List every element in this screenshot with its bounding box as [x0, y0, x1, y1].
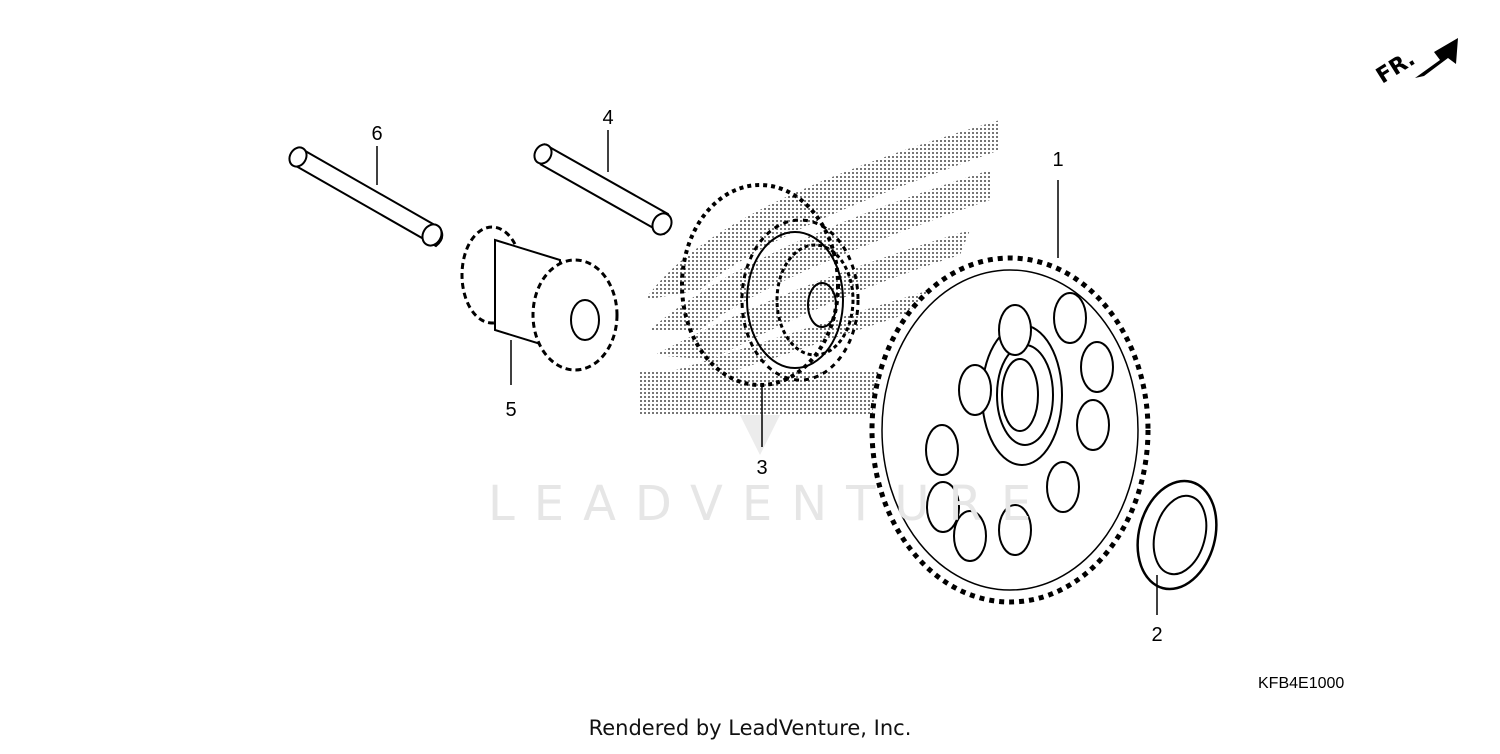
callout-5[interactable]: 5 — [505, 399, 517, 421]
callout-4[interactable]: 4 — [602, 107, 614, 129]
honda-wing-logo-icon — [640, 120, 1000, 455]
footer-credit: Rendered by LeadVenture, Inc. — [588, 716, 912, 740]
double-spur-gear-drawing[interactable] — [460, 225, 619, 385]
pin-left-drawing[interactable] — [286, 144, 445, 249]
callout-1[interactable]: 1 — [1052, 149, 1064, 171]
callout-6[interactable]: 6 — [371, 123, 383, 145]
diagram-code: KFB4E1000 — [1258, 675, 1345, 692]
lock-washer-drawing[interactable] — [1126, 472, 1228, 615]
large-gear-drawing[interactable] — [869, 180, 1151, 605]
pin-right-drawing[interactable] — [531, 130, 675, 238]
watermark: LEADVENTURE — [488, 476, 1051, 532]
idle-gear-drawing[interactable] — [680, 183, 860, 447]
callout-3[interactable]: 3 — [756, 457, 768, 479]
front-direction-arrow-icon — [1415, 38, 1458, 78]
callout-2[interactable]: 2 — [1151, 624, 1163, 646]
